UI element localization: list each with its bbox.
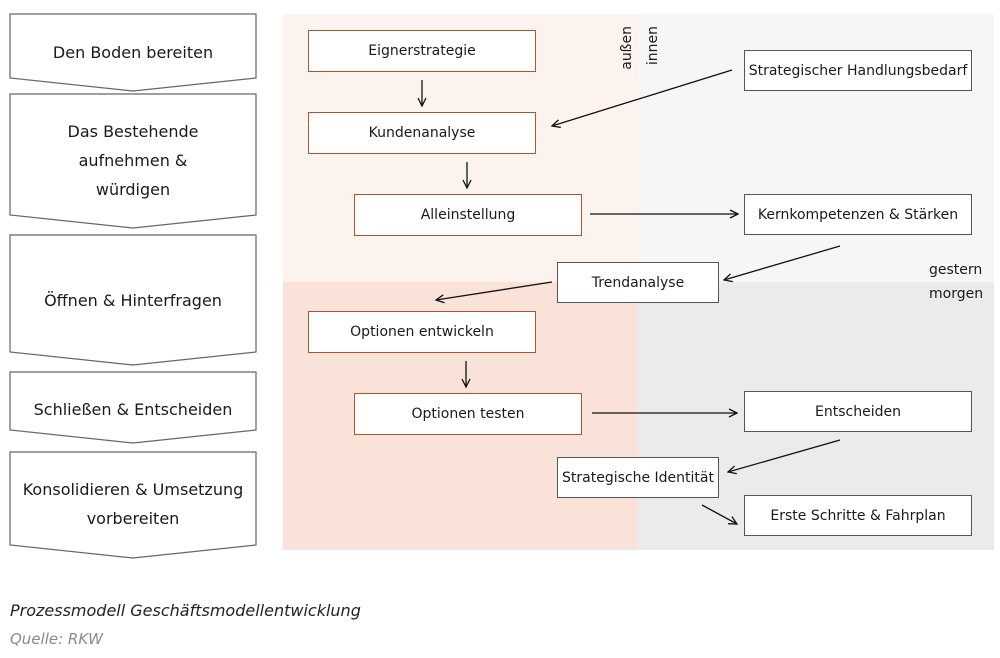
arrow-kern-trend (724, 245, 841, 280)
phase-chevron-1 (9, 13, 257, 92)
phase-schliessen-entscheiden: Schließen & Entscheiden (33, 399, 233, 419)
box-strategische-identitaet: Strategische Identität (557, 457, 719, 498)
label-gestern: gestern (929, 262, 983, 278)
step-alleinstellung: Alleinstellung (354, 194, 582, 236)
box-entscheiden: Entscheiden (744, 391, 972, 432)
arrow-handlungsbedarf-kunden (552, 69, 733, 126)
box-strategischer-handlungsbedarf: Strategischer Handlungsbedarf (744, 50, 972, 91)
label-aussen: außen (619, 26, 635, 70)
step-kundenanalyse: Kundenanalyse (308, 112, 536, 154)
phase-chevron-5 (9, 451, 257, 559)
phase-konsolidieren-umsetzung: Konsolidieren & Umsetzung vorbereiten (22, 480, 244, 528)
step-eignerstrategie: Eignerstrategie (308, 30, 536, 72)
phase-den-boden-bereiten: Den Boden bereiten (52, 43, 214, 62)
figure-source: Quelle: RKW (10, 630, 104, 648)
arrow-entscheiden-identitaet (728, 439, 841, 472)
label-morgen: morgen (929, 286, 984, 302)
phase-chevron-3 (9, 234, 257, 366)
step-optionen-testen: Optionen testen (354, 393, 582, 435)
label-innen: innen (645, 26, 661, 66)
arrow-trend-optionen (436, 281, 553, 300)
box-trendanalyse: Trendanalyse (557, 262, 719, 303)
arrow-identitaet-schritte (701, 504, 737, 524)
step-optionen-entwickeln: Optionen entwickeln (308, 311, 536, 353)
box-erste-schritte: Erste Schritte & Fahrplan (744, 495, 972, 536)
phase-chevron-4 (9, 371, 257, 444)
box-kernkompetenzen: Kernkompetenzen & Stärken (744, 194, 972, 235)
phase-chevron-2 (9, 93, 257, 229)
phase-oeffnen-hinterfragen: Öffnen & Hinterfragen (44, 290, 222, 310)
figure-caption: Prozessmodell Geschäftsmodellentwicklung (10, 601, 361, 620)
phase-bestehende-aufnehmen: Das Bestehende aufnehmen & würdigen (67, 121, 199, 199)
